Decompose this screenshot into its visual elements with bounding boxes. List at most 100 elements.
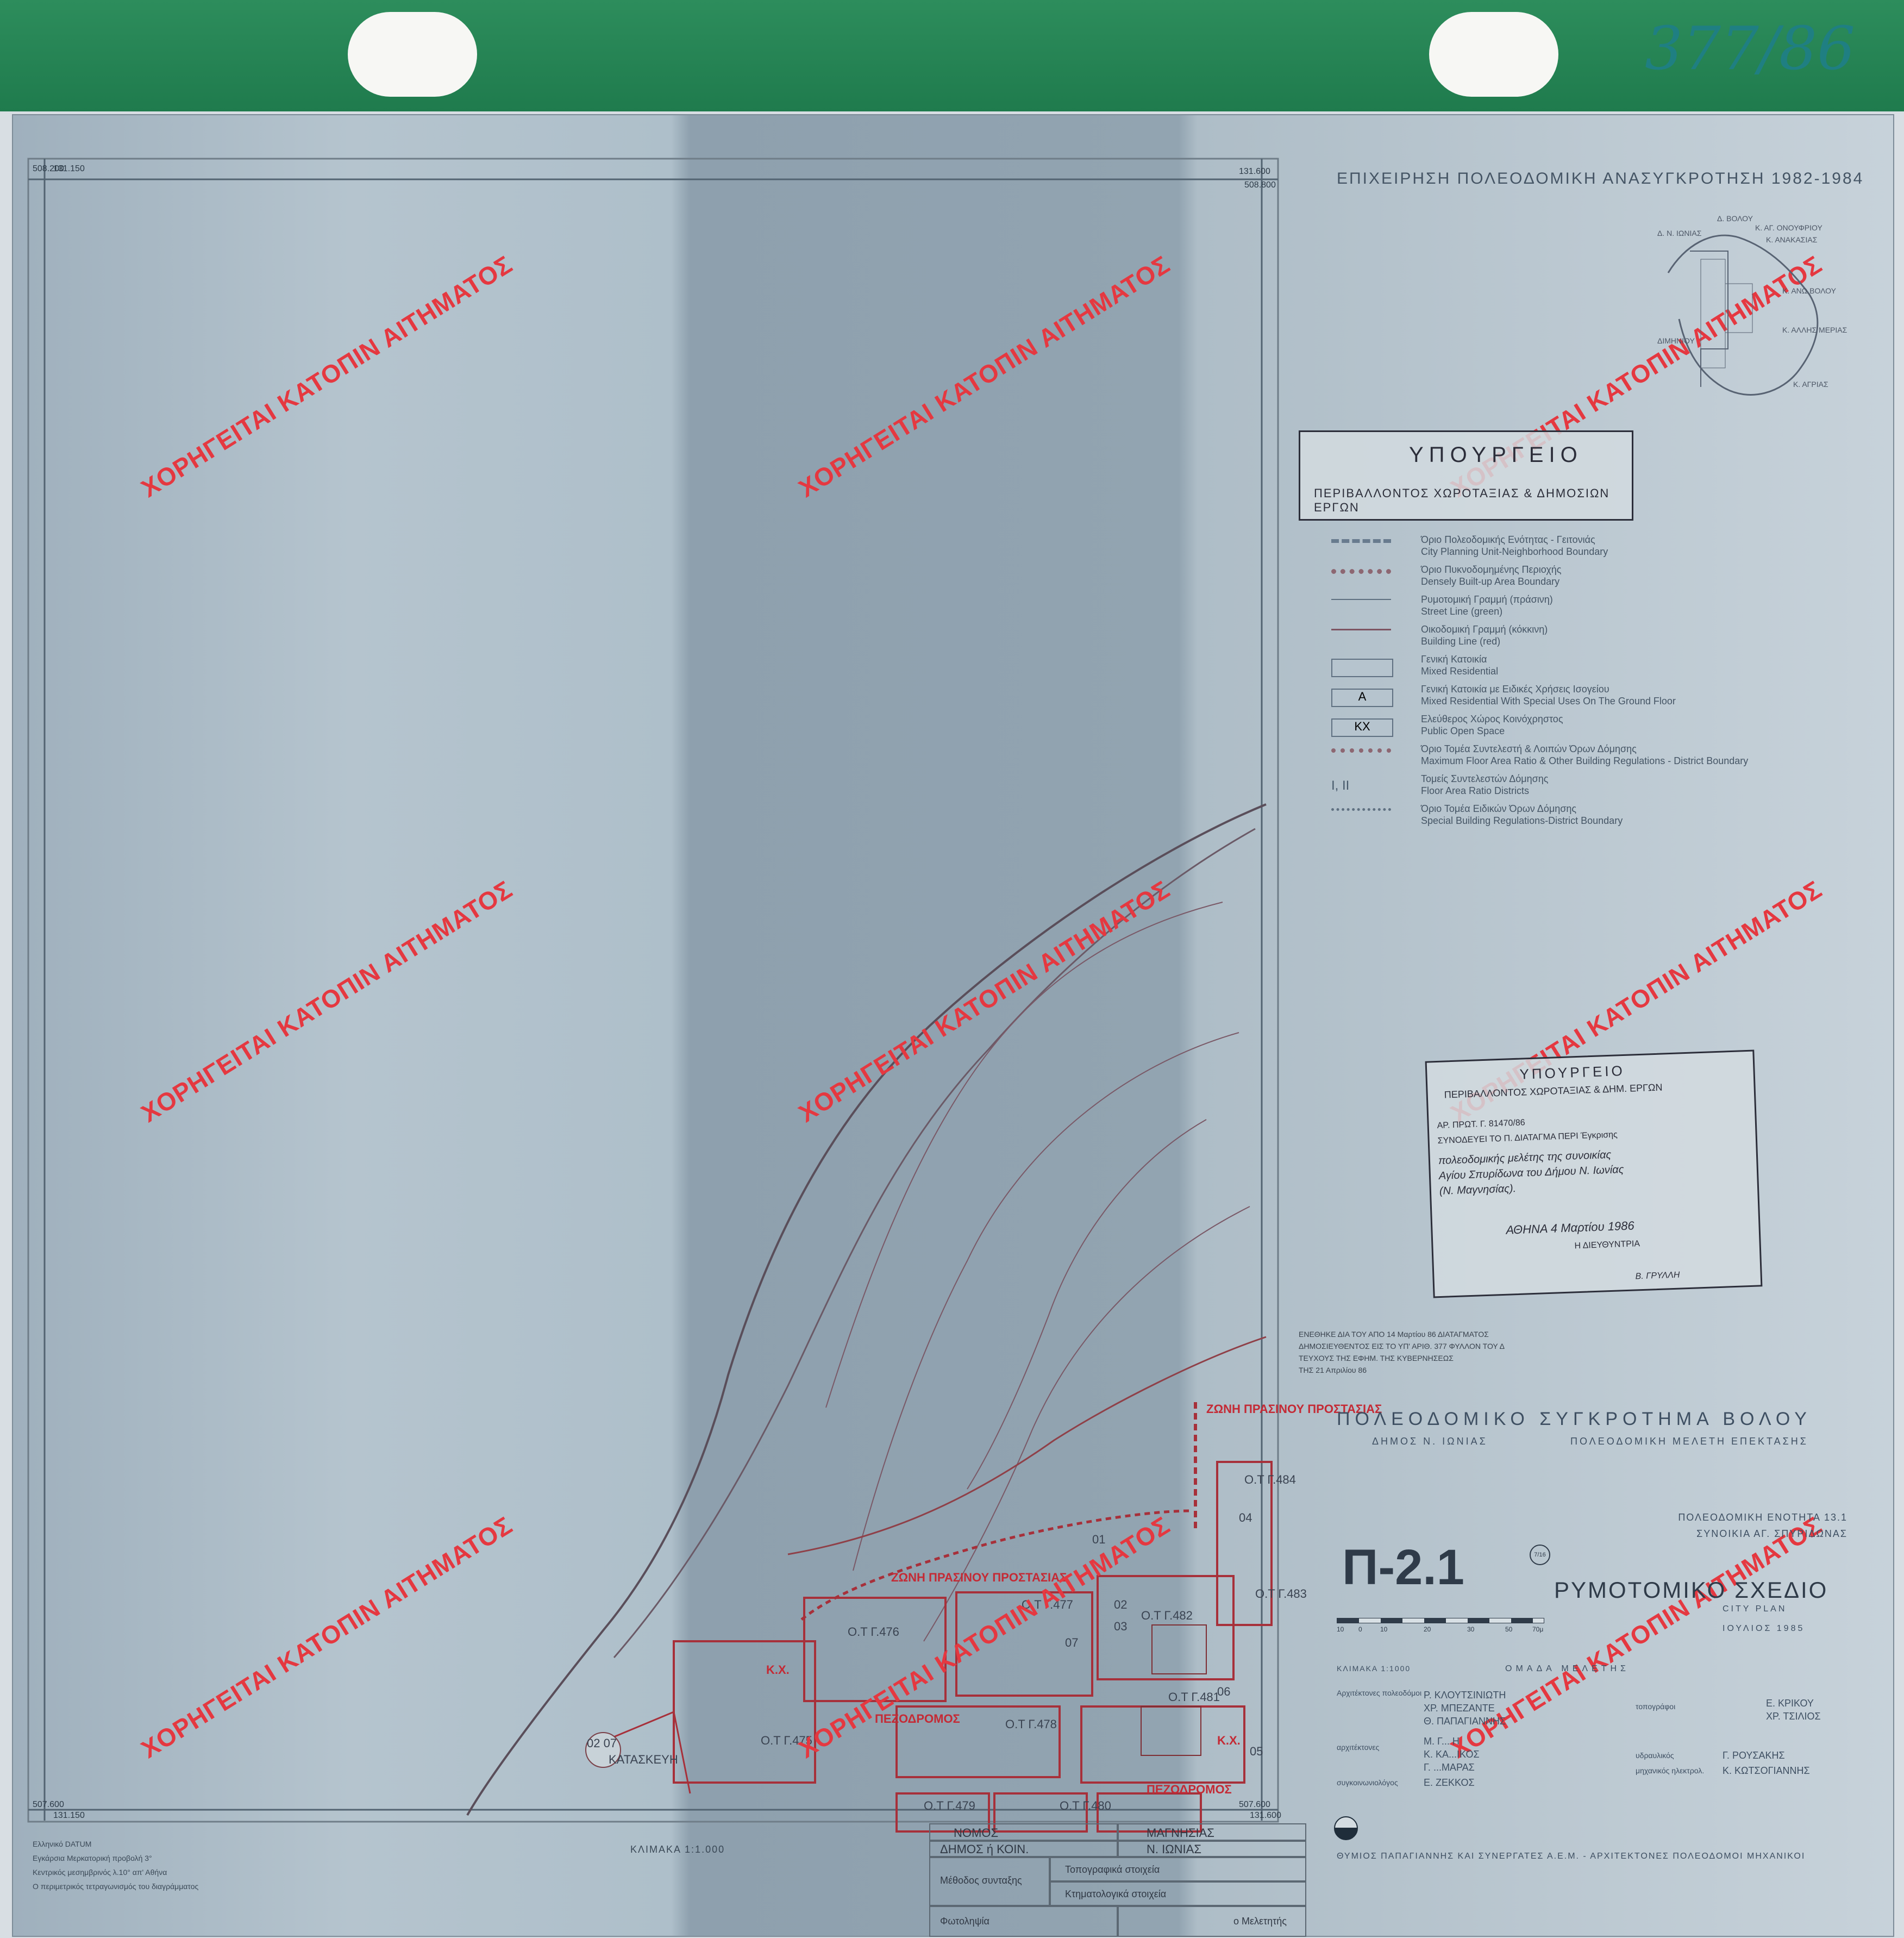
nomos-value: ΜΑΓΝΗΣΙΑΣ (1147, 1826, 1214, 1840)
demos-value: Ν. ΙΩΝΙΑΣ (1147, 1842, 1201, 1856)
header-title: ΕΠΙΧΕΙΡΗΣΗ ΠΟΛΕΟΔΟΜΙΚΗ ΑΝΑΣΥΓΚΡΟΤΗΣΗ 198… (1337, 170, 1864, 187)
parcel-id-label: 01 (1092, 1533, 1105, 1546)
sheet-code: Π-2.1 (1342, 1540, 1464, 1595)
planners-list: Ρ. ΚΛΟΥΤΣΙΝΙΩΤΗ ΧΡ. ΜΠΕΖΑΝΤΕ Θ. ΠΑΠΑΓΙΑΝ… (1424, 1690, 1506, 1727)
datum-note: Ελληνικό DATUM Εγκάρσια Μερκατορική προβ… (33, 1840, 199, 1891)
block-label: Ο.Τ Γ.484 (1244, 1473, 1296, 1486)
special-regulations-boundary-icon (1331, 808, 1391, 827)
plan-date: ΙΟΥΛΙΟΣ 1985 (1723, 1624, 1805, 1633)
mixed-residential-icon (1331, 659, 1393, 677)
parcel-id-label: 04 (1239, 1511, 1252, 1524)
coordinate-label: 131.150 (53, 1811, 85, 1820)
location-label: Κ. ΑΝΑΚΑΣΙΑΣ (1766, 235, 1818, 244)
zone-label-2: ΖΩΝΗ ΠΡΑΣΙΝΟΥ ΠΡΟΣΤΑΣΙΑΣ (891, 1571, 1067, 1584)
publication-note: ΕΝΕΘΗΚΕ ΔΙΑ ΤΟΥ ΑΠΟ 14 Μαρτίου 86 ΔΙΑΤΑΓ… (1299, 1330, 1505, 1374)
coordinate-label: 131.600 (1250, 1811, 1281, 1820)
study-title: ΠΟΛΕΟΔΟΜΙΚΗ ΜΕΛΕΤΗ ΕΠΕΚΤΑΣΗΣ (1570, 1436, 1808, 1447)
municipality-title: ΔΗΜΟΣ Ν. ΙΩΝΙΑΣ (1372, 1436, 1488, 1447)
team-title: ΟΜΑΔΑ ΜΕΛΕΤΗΣ (1505, 1664, 1630, 1673)
parcel-id-label: 05 (1250, 1745, 1263, 1758)
legend-row: Όριο Τομέα Συντελεστή & Λοιπών Όρων Δόμη… (1299, 743, 1853, 770)
pedestrian-label-2: ΠΕΖΟΔΡΟΜΟΣ (1147, 1783, 1232, 1796)
approval-stamp-date: ΑΘΗΝΑ 4 Μαρτίου 1986 (1506, 1218, 1635, 1237)
sociologist-name: Ε. ΖΕΚΚΟΣ (1424, 1777, 1475, 1788)
coordinate-label: 508.200 (33, 164, 64, 173)
block-label: Ο.Τ Γ.479 (924, 1799, 975, 1812)
green-file-tab: 377/86 (0, 0, 1904, 111)
block-label: Ο.Τ Γ.476 (848, 1625, 899, 1639)
punch-hole-left (348, 12, 477, 97)
demos-label: ΔΗΜΟΣ ή ΚΟΙΝ. (940, 1842, 1029, 1856)
architects-list: Μ. Γ... Η Κ. ΚΑ...ΙΚΟΣ Γ. ...ΜΑΡΑΣ (1424, 1736, 1480, 1773)
coordinate-label: 507.600 (1239, 1800, 1270, 1809)
firm-name: ΘΥΜΙΟΣ ΠΑΠΑΓΙΑΝΝΗΣ ΚΑΙ ΣΥΝΕΡΓΑΤΕΣ Α.Ε.Μ.… (1337, 1852, 1806, 1861)
planners-label: Αρχιτέκτονες πολεοδόμοι (1337, 1689, 1422, 1697)
firm-logo (1334, 1816, 1358, 1840)
nomos-label: ΝΟΜΟΣ (954, 1826, 999, 1840)
location-label: Δ. Ν. ΙΩΝΙΑΣ (1657, 229, 1702, 237)
hydraulics-name: Γ. ΡΟΥΣΑΚΗΣ (1723, 1750, 1785, 1761)
block-label: Ο.Τ Γ.481 (1168, 1690, 1220, 1704)
location-label: Κ. ΑΝΩ ΒΟΛΟΥ (1782, 286, 1837, 295)
construction-label: ΚΑΤΑΣΚΕΥΗ (609, 1753, 678, 1766)
parcel-id-label: 07 (1065, 1636, 1078, 1649)
parcel-id-label: 02 (1114, 1598, 1127, 1611)
location-label: Κ. ΑΛΛΗΣ ΜΕΡΙΑΣ (1782, 326, 1847, 334)
scale-bar: 10 0 10 20 30 50 70μ (1337, 1618, 1544, 1637)
coordinate-label: 507.600 (33, 1800, 64, 1809)
approval-stamp-name: Β. ΓΡΥΛΛΗ (1635, 1270, 1680, 1281)
ministry-stamp-line2: ΠΕΡΙΒΑΛΛΟΝΤΟΣ ΧΩΡΟΤΑΞΙΑΣ & ΔΗΜΟΣΙΩΝ ΕΡΓΩ… (1314, 486, 1610, 514)
designer-label: ο Μελετητής (1233, 1916, 1287, 1927)
architects-label: αρχιτέκτονες (1337, 1743, 1380, 1752)
kx-label-1: Κ.Χ. (766, 1663, 790, 1677)
location-label: Κ. ΑΓΡΙΑΣ (1793, 380, 1828, 389)
legend-panel: ΕΠΙΧΕΙΡΗΣΗ ΠΟΛΕΟΔΟΜΙΚΗ ΑΝΑΣΥΓΚΡΟΤΗΣΗ 198… (1299, 159, 1869, 1914)
special-uses-icon: A (1331, 689, 1393, 707)
approval-stamp-line3: ΑΡ. ΠΡΩΤ. Γ. 81470/86 (1437, 1118, 1525, 1131)
complex-title: ΠΟΛΕΟΔΟΜΙΚΟ ΣΥΓΚΡΟΤΗΜΑ ΒΟΛΟΥ (1337, 1409, 1812, 1429)
approval-stamp-line1: ΥΠΟΥΡΓΕΙΟ (1519, 1062, 1626, 1083)
roman-numeral-icon: Ι, ΙΙ (1331, 778, 1350, 793)
topographic-data-label: Τοπογραφικά στοιχεία (1065, 1864, 1160, 1875)
parcel-id-label: 03 (1114, 1620, 1127, 1633)
block-label: Ο.Τ Γ.477 (1022, 1598, 1073, 1611)
block-label: Ο.Τ Γ.480 (1060, 1799, 1111, 1812)
plan-title: ΡΥΜΟΤΟΜΙΚΟ ΣΧΕΔΙΟ (1554, 1577, 1828, 1603)
approval-stamp-signature: Η ΔΙΕΥΘΥΝΤΡΙΑ (1574, 1239, 1640, 1251)
map-scale-label: ΚΛΙΜΑΚΑ 1:1.000 (630, 1844, 725, 1855)
electrical-label: μηχανικός ηλεκτρολ. (1636, 1766, 1705, 1775)
photo-label: Φωτοληψία (940, 1916, 989, 1927)
location-map: Δ. ΒΟΛΟΥ Δ. Ν. ΙΩΝΙΑΣ Κ. ΑΓ. ΟΝΟΥΦΡΙΟΥ Κ… (1657, 214, 1847, 396)
block-label: Ο.Τ Γ.483 (1255, 1587, 1307, 1601)
approval-stamp-line7: (Ν. Μαγνησίας). (1439, 1183, 1517, 1197)
approval-stamp-line6: Αγίου Σπυρίδωνα του Δήμου Ν. Ιωνίας (1438, 1164, 1624, 1182)
approval-stamp: ΥΠΟΥΡΓΕΙΟ ΠΕΡΙΒΑΛΛΟΝΤΟΣ ΧΩΡΟΤΑΞΙΑΣ & ΔΗΜ… (1425, 1049, 1763, 1298)
planning-unit: ΠΟΛΕΟΔΟΜΙΚΗ ΕΝΟΤΗΤΑ 13.1 (1678, 1512, 1847, 1523)
district-name: ΣΥΝΟΙΚΙΑ ΑΓ. ΣΠΥΡΙΔΩΝΑΣ (1696, 1528, 1847, 1539)
legend-row: Ρυμοτομική Γραμμή (πράσινη)Street Line (… (1299, 593, 1853, 621)
approval-stamp-line4: ΣΥΝΟΔΕΥΕΙ ΤΟ Π. ΔΙΑΤΑΓΜΑ ΠΕΡΙ Έγκρισης (1437, 1130, 1618, 1146)
topographers-list: Ε. ΚΡΙΚΟΥ ΧΡ. ΤΣΙΛΙΟΣ (1766, 1698, 1821, 1722)
district-boundary-icon (1331, 748, 1391, 769)
corner-parcel-label: 02 07 (587, 1736, 617, 1750)
punch-hole-right (1429, 12, 1558, 97)
location-label: Δ. ΒΟΛΟΥ (1717, 214, 1753, 223)
method-label: Μέθοδος συνταξης (940, 1875, 1022, 1886)
parcel-id-label: 06 (1217, 1685, 1230, 1698)
ministry-stamp-line1: ΥΠΟΥΡΓΕΙΟ (1409, 443, 1583, 467)
block-label: Ο.Τ Γ.478 (1005, 1717, 1057, 1731)
scale-text: ΚΛΙΜΑΚΑ 1:1000 (1337, 1664, 1411, 1673)
dashed-boundary-icon (1331, 539, 1391, 559)
coordinate-label: 508.800 (1244, 180, 1276, 190)
legend-row: A Γενική Κατοικία με Ειδικές Χρήσεις Ισο… (1299, 683, 1853, 710)
coordinate-label: 131.150 (53, 164, 85, 173)
block-label: Ο.Τ Γ.475 (761, 1734, 812, 1747)
topographers-label: τοπογράφοι (1636, 1702, 1676, 1711)
location-label: Κ. ΑΓ. ΟΝΟΥΦΡΙΟΥ (1755, 223, 1822, 232)
